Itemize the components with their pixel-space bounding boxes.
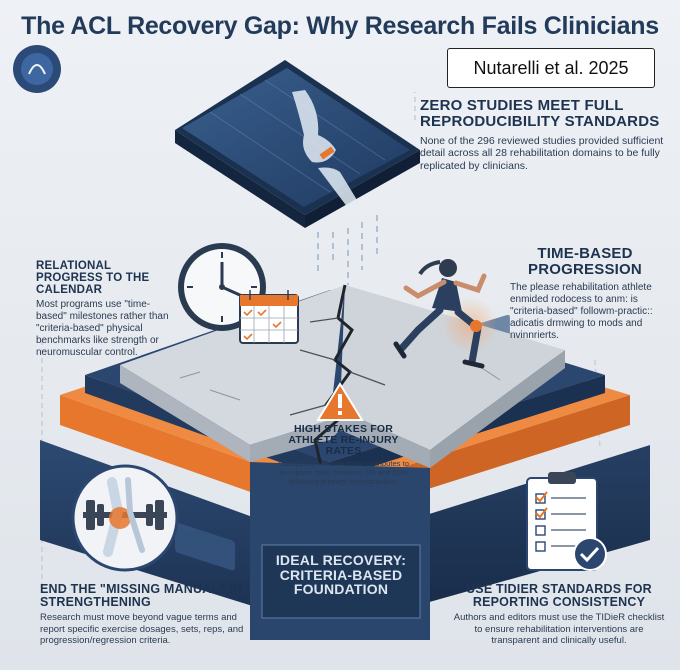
callout-zero-studies: ZERO STUDIES MEET FULL REPRODUCIBILITY S…: [420, 98, 665, 172]
callout-time-based: TIME-BASED PROGRESSION The please rehabi…: [510, 246, 660, 342]
callout-ideal-recovery: IDEAL RECOVERY: CRITERIA-BASED FOUNDATIO…: [262, 553, 420, 597]
checklist-icon: [526, 472, 607, 571]
callout-heading: ZERO STUDIES MEET FULL REPRODUCIBILITY S…: [420, 97, 660, 130]
callout-body: Research must move beyond vague terms an…: [40, 612, 244, 647]
callout-body: The please rehabilitation athlete enmide…: [510, 281, 653, 341]
callout-heading: HIGH STAKES FOR ATHLETE RE-INJURY RATES: [288, 423, 399, 458]
knee-xray-icon: [175, 60, 420, 285]
dumbbell-knee-icon: [71, 464, 179, 572]
callout-heading: RELATIONAL PROGRESS TO THE CALENDAR: [36, 260, 150, 297]
callout-body: Most programs use "time-based" milestone…: [36, 299, 169, 359]
callout-high-stakes: HIGH STAKES FOR ATHLETE RE-INJURY RATES …: [276, 423, 411, 487]
warning-icon: [316, 382, 364, 421]
callout-tidier: USE TIDieR STANDARDS FOR REPORTING CONSI…: [450, 582, 668, 647]
calendar-icon: [239, 290, 299, 344]
callout-heading: END THE "MISSING MANUAL" IN STRENGTHENIN…: [40, 582, 242, 610]
callout-body: Authors and editors must use the TIDieR …: [453, 612, 665, 647]
callout-missing-manual: END THE "MISSING MANUAL" IN STRENGTHENIN…: [40, 582, 255, 647]
callout-body: Suboptimal rehabilitation contributes to…: [278, 459, 409, 487]
callout-body: None of the 296 reviewed studies provide…: [420, 134, 664, 172]
logo: [13, 45, 61, 93]
ideal-panel: [250, 462, 430, 640]
runner-icon: [393, 259, 498, 369]
callout-heading: IDEAL RECOVERY: CRITERIA-BASED FOUNDATIO…: [275, 552, 407, 598]
callout-heading: TIME-BASED PROGRESSION: [528, 245, 642, 278]
page-title: The ACL Recovery Gap: Why Research Fails…: [21, 12, 659, 40]
callout-relational-progress: RELATIONAL PROGRESS TO THE CALENDAR Most…: [36, 260, 176, 359]
citation-box: Nutarelli et al. 2025: [447, 48, 655, 88]
callout-heading: USE TIDieR STANDARDS FOR REPORTING CONSI…: [466, 582, 652, 610]
